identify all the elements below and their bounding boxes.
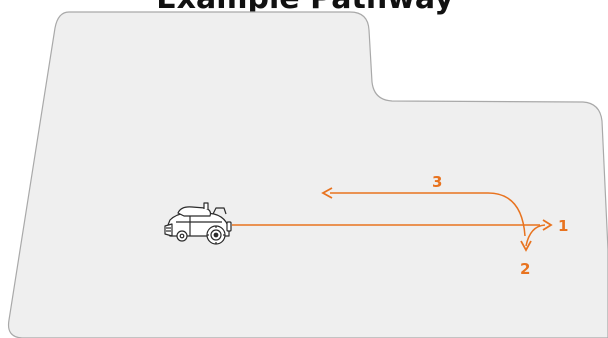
lawn-area bbox=[9, 12, 608, 338]
step-label-3: 3 bbox=[432, 173, 442, 191]
step-label-1: 1 bbox=[558, 217, 568, 235]
step-label-2: 2 bbox=[520, 260, 530, 278]
